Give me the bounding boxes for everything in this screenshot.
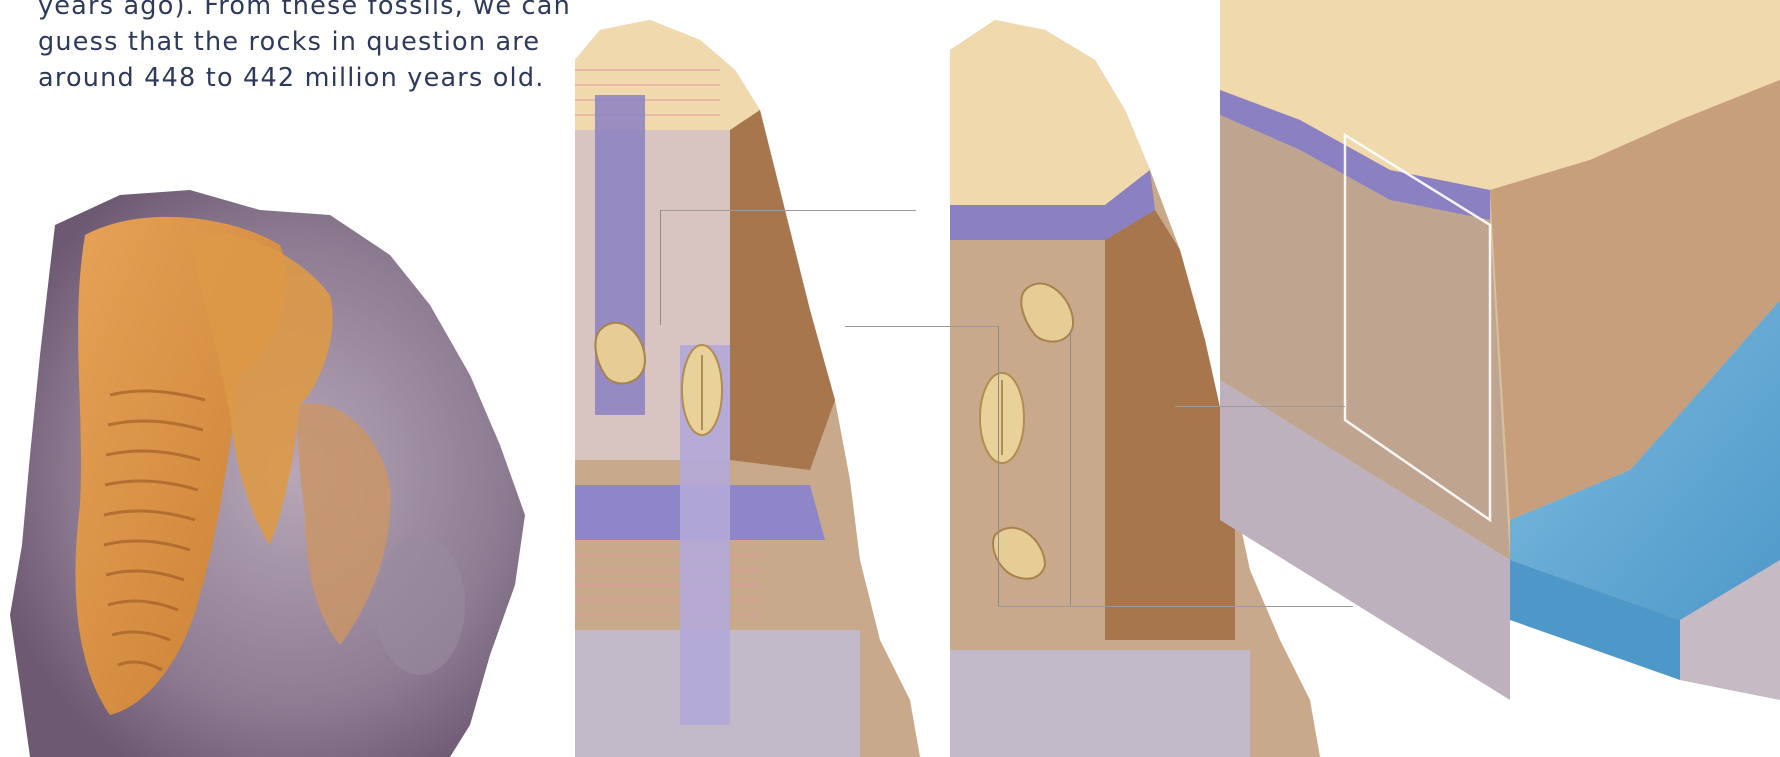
caption-line-2: guess that the rocks in question are: [38, 24, 538, 60]
leader-line-1: [660, 210, 916, 211]
rock-strata-column-left: [560, 0, 920, 757]
leader-line-3: [1175, 406, 1345, 407]
cliff-cross-section: [1210, 0, 1780, 757]
caption-text: years ago). From these fossils, we can g…: [38, 0, 538, 96]
trilobite-icon: [980, 373, 1024, 463]
leader-line-2-vertical: [998, 326, 999, 606]
leader-line-4: [998, 606, 1353, 607]
caption-line-1: years ago). From these fossils, we can: [38, 0, 538, 24]
leader-line-1-vertical: [660, 210, 661, 325]
trilobite-icon: [682, 345, 722, 435]
leader-line-4-vertical: [1070, 330, 1071, 606]
caption-line-3: around 448 to 442 million years old.: [38, 60, 538, 96]
leader-line-2: [845, 326, 998, 327]
trilobite-fossil-photo: [0, 185, 540, 757]
